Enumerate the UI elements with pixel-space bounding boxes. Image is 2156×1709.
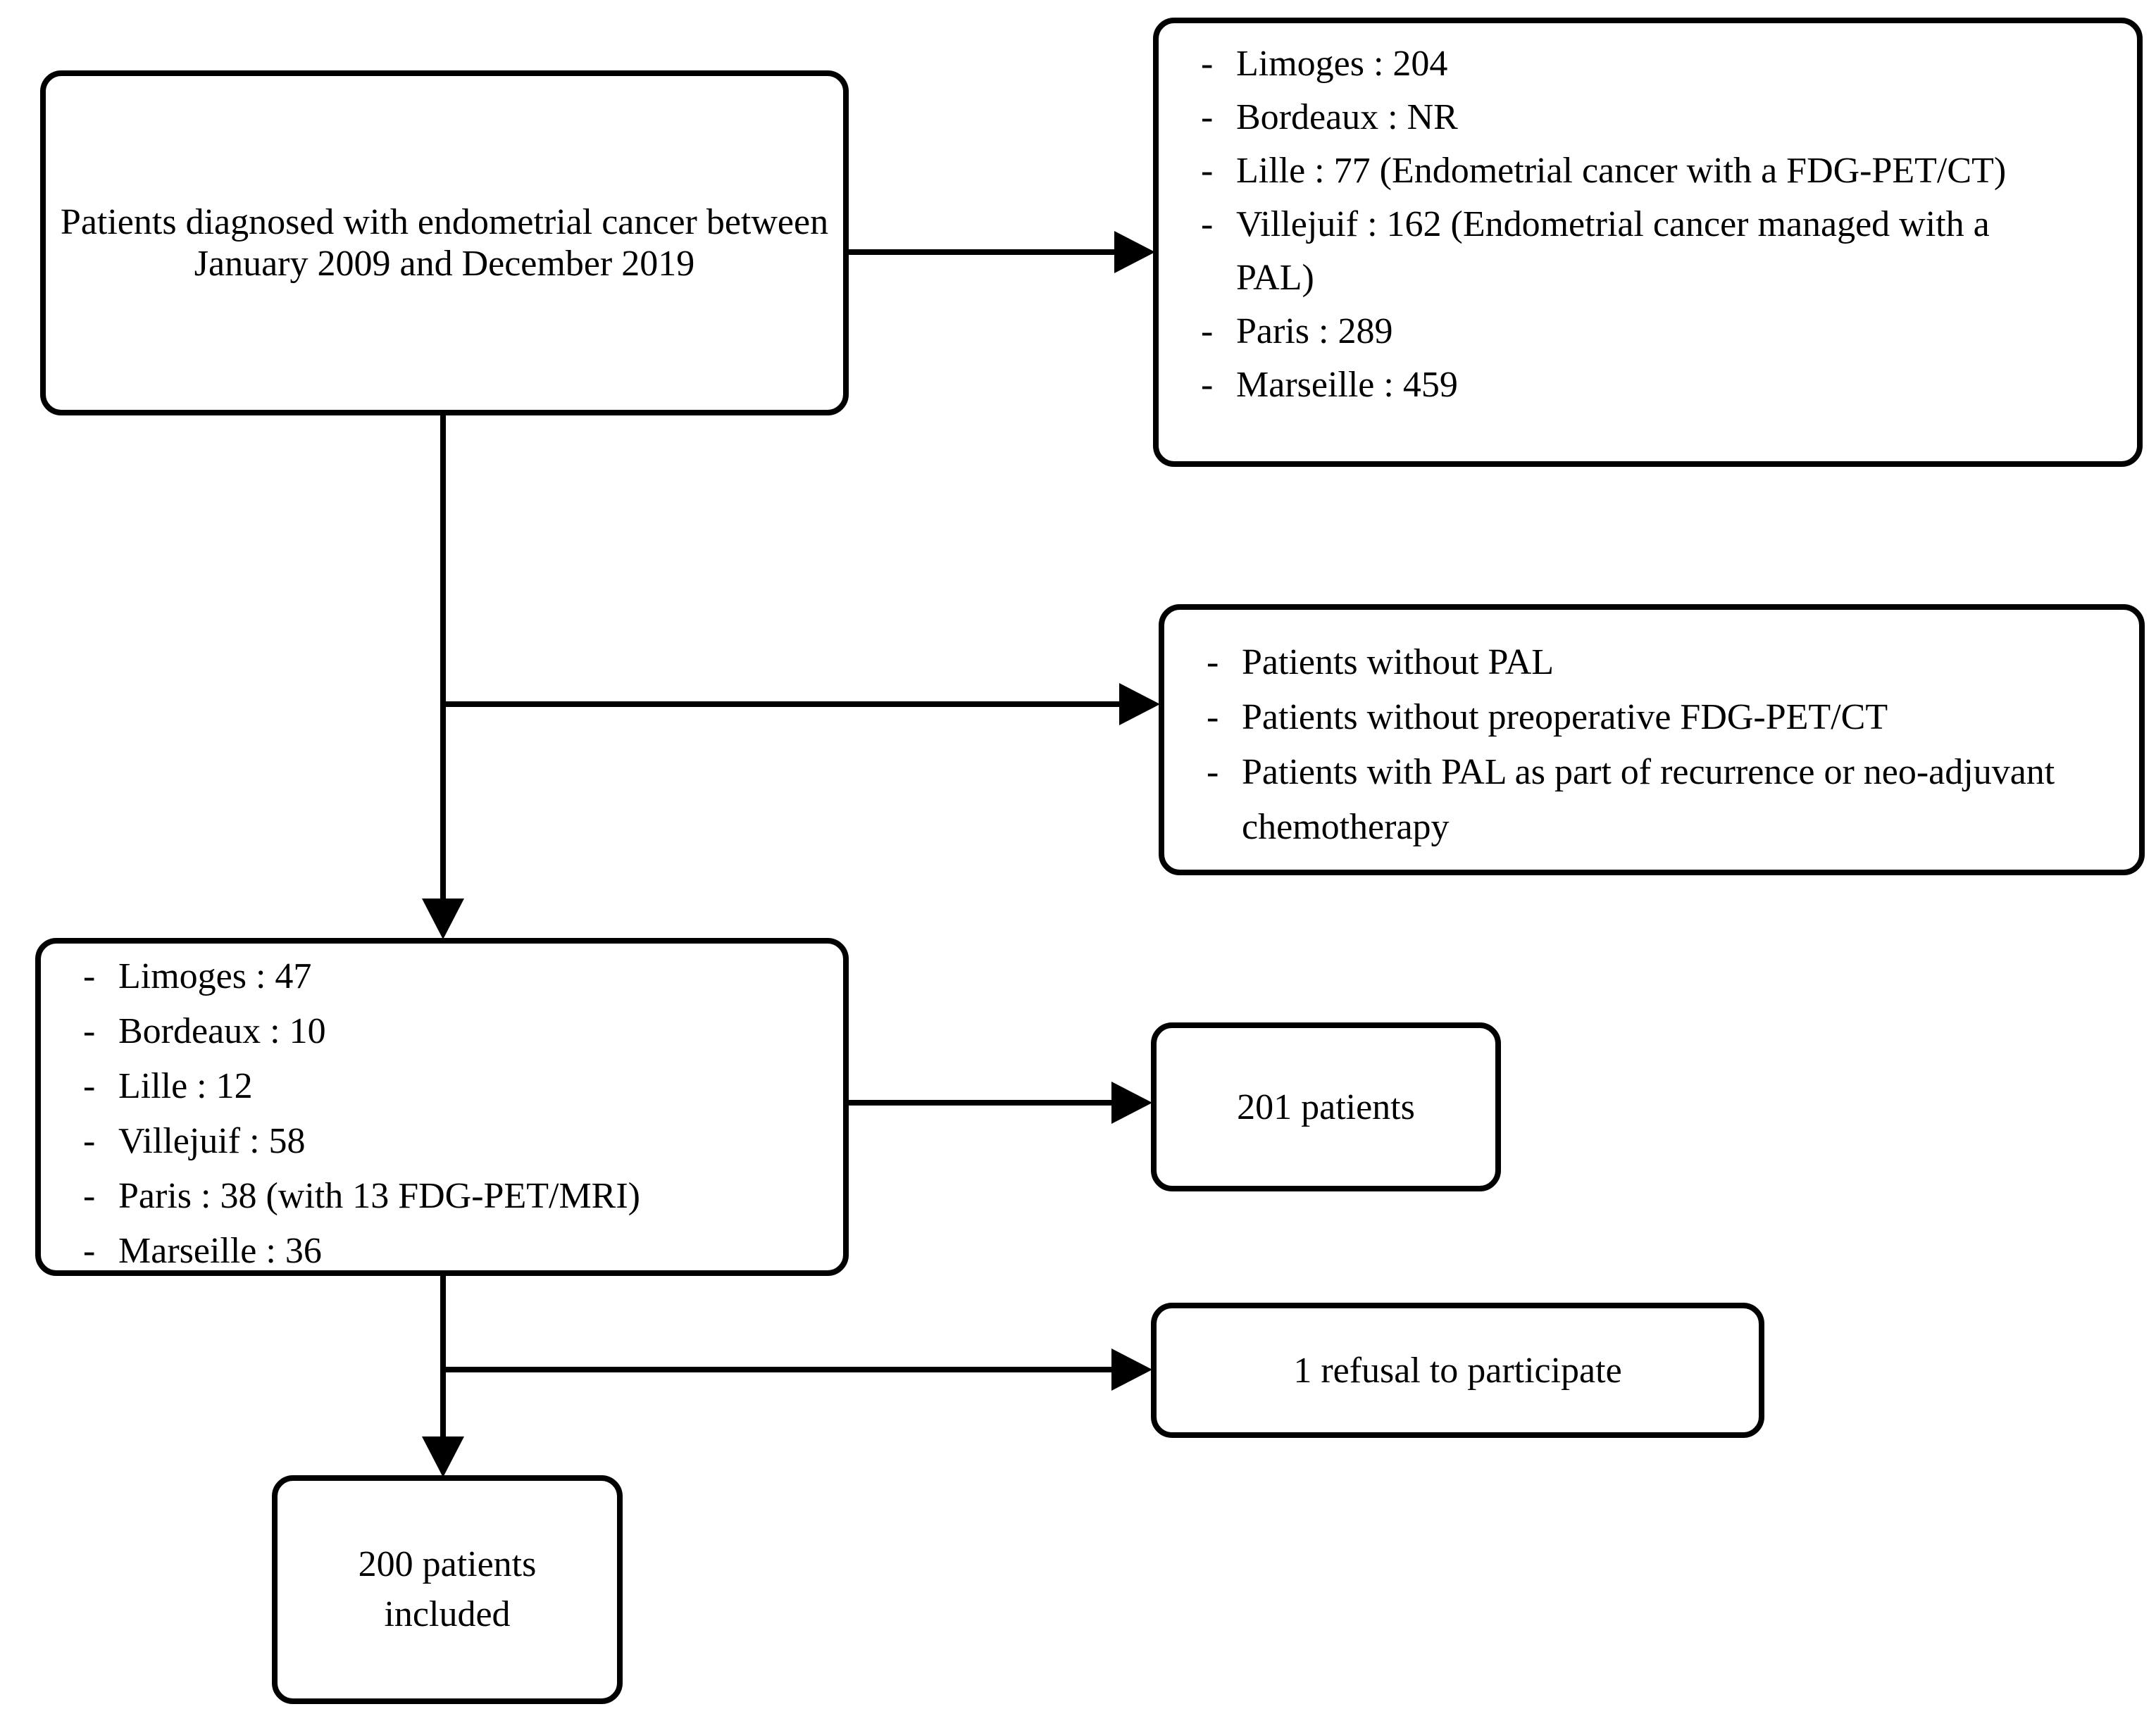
eligible-site-counts-box: - Limoges : 47 - Bordeaux : 10 - Lille :…	[35, 938, 849, 1276]
list-item-text: Patients without preoperative FDG-PET/CT	[1242, 697, 1888, 737]
refusal-box: 1 refusal to participate	[1151, 1303, 1764, 1438]
list-item: - Bordeaux : NR	[1159, 91, 2056, 144]
included-patients-box: 200 patients included	[272, 1475, 623, 1704]
site-counts-list: - Limoges : 204 - Bordeaux : NR - Lille …	[1159, 37, 2056, 412]
list-item-text: Limoges : 204	[1236, 44, 1448, 84]
arrowhead-right-icon	[1119, 683, 1160, 725]
refusal-text: 1 refusal to participate	[1293, 1350, 1622, 1391]
list-item: - Paris : 38 (with 13 FDG-PET/MRI)	[41, 1169, 829, 1224]
bullet-dash: -	[83, 1011, 96, 1051]
bullet-dash: -	[83, 1121, 96, 1161]
arrowhead-down-icon	[422, 899, 464, 939]
list-item-text: Villejuif : 58	[118, 1121, 306, 1161]
eligible-patients-box: 201 patients	[1151, 1022, 1501, 1191]
list-item: - Marseille : 459	[1159, 358, 2056, 412]
list-item-text: Marseille : 459	[1236, 365, 1458, 405]
bullet-dash: -	[1201, 44, 1214, 84]
connector-eligible-to-201-patients	[849, 1100, 1116, 1106]
connector-branch-to-refusal	[443, 1367, 1116, 1372]
exclusion-criteria-list: - Patients without PAL - Patients withou…	[1164, 635, 2111, 855]
list-item-text: Bordeaux : 10	[118, 1011, 326, 1051]
list-item: - Lille : 77 (Endometrial cancer with a …	[1159, 144, 2056, 198]
bullet-dash: -	[1207, 752, 1219, 792]
list-item-text: Lille : 12	[118, 1066, 253, 1106]
arrowhead-down-icon	[422, 1436, 464, 1477]
bullet-dash: -	[83, 1176, 96, 1216]
bullet-dash: -	[1201, 151, 1214, 191]
list-item: - Lille : 12	[41, 1059, 829, 1114]
list-item: - Villejuif : 58	[41, 1114, 829, 1169]
bullet-dash: -	[1207, 642, 1219, 682]
bullet-dash: -	[1201, 311, 1214, 351]
list-item-text: Paris : 38 (with 13 FDG-PET/MRI)	[118, 1176, 640, 1216]
eligible-site-counts-list: - Limoges : 47 - Bordeaux : 10 - Lille :…	[41, 949, 829, 1279]
list-item: - Patients without preoperative FDG-PET/…	[1164, 690, 2111, 745]
list-item: - Paris : 289	[1159, 305, 2056, 358]
bullet-dash: -	[1207, 697, 1219, 737]
bullet-dash: -	[1201, 365, 1214, 405]
list-item-text: Patients without PAL	[1242, 642, 1554, 682]
list-item: - Limoges : 47	[41, 949, 829, 1004]
list-item-text: Villejuif : 162 (Endometrial cancer mana…	[1236, 204, 1990, 298]
source-population-box: Patients diagnosed with endometrial canc…	[40, 70, 849, 415]
list-item: - Limoges : 204	[1159, 37, 2056, 91]
list-item-text: Lille : 77 (Endometrial cancer with a FD…	[1236, 151, 2007, 191]
list-item: - Patients with PAL as part of recurrenc…	[1164, 745, 2111, 855]
source-population-text: Patients diagnosed with endometrial canc…	[60, 202, 829, 284]
list-item-text: Marseille : 36	[118, 1231, 322, 1271]
arrowhead-right-icon	[1114, 231, 1155, 273]
list-item: - Villejuif : 162 (Endometrial cancer ma…	[1159, 198, 2056, 305]
connector-branch-to-exclusions	[443, 701, 1123, 707]
connector-source-to-eligible	[440, 414, 446, 901]
list-item-text: Limoges : 47	[118, 956, 312, 996]
connector-eligible-to-included	[440, 1273, 446, 1439]
bullet-dash: -	[83, 956, 96, 996]
list-item: - Patients without PAL	[1164, 635, 2111, 690]
list-item: - Marseille : 36	[41, 1224, 829, 1279]
bullet-dash: -	[1201, 204, 1214, 244]
exclusion-criteria-box: - Patients without PAL - Patients withou…	[1159, 604, 2145, 875]
list-item-text: Patients with PAL as part of recurrence …	[1242, 752, 2055, 847]
eligible-patients-text: 201 patients	[1237, 1087, 1415, 1127]
list-item-text: Paris : 289	[1236, 311, 1393, 351]
site-counts-box: - Limoges : 204 - Bordeaux : NR - Lille …	[1153, 18, 2143, 467]
bullet-dash: -	[83, 1231, 96, 1271]
bullet-dash: -	[1201, 97, 1214, 137]
included-patients-text: 200 patients included	[358, 1544, 537, 1634]
list-item: - Bordeaux : 10	[41, 1004, 829, 1059]
arrowhead-right-icon	[1111, 1348, 1152, 1391]
connector-source-to-sites	[849, 249, 1123, 255]
arrowhead-right-icon	[1111, 1082, 1152, 1124]
bullet-dash: -	[83, 1066, 96, 1106]
list-item-text: Bordeaux : NR	[1236, 97, 1458, 137]
